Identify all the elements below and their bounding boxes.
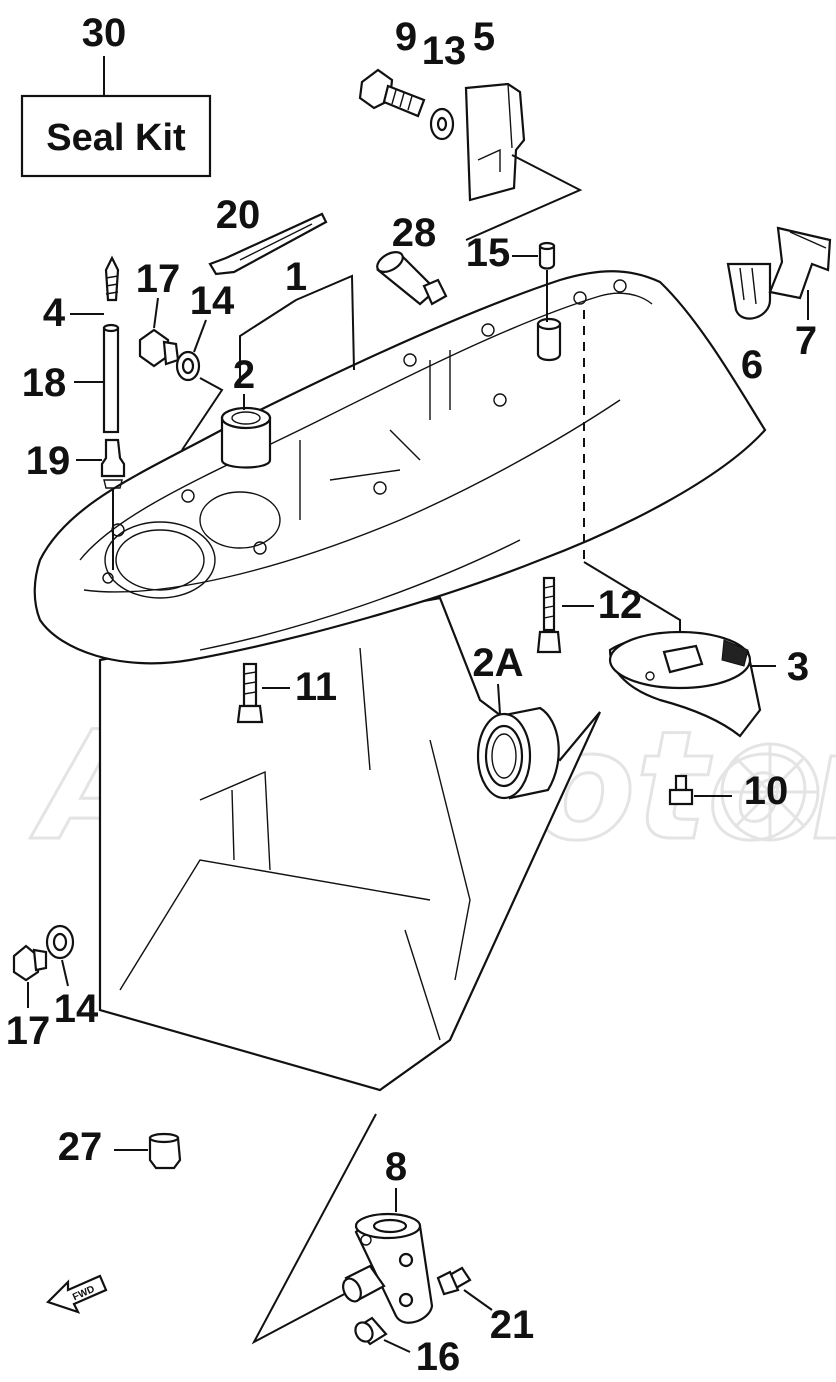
- leader-17-top: [153, 297, 159, 329]
- part-17-plug-top: [138, 328, 180, 368]
- callout-16: 16: [416, 1335, 461, 1379]
- part-6-anode: [726, 262, 772, 320]
- callout-7: 7: [795, 319, 817, 363]
- part-19-fitting: [100, 438, 126, 489]
- callout-30: 30: [82, 11, 127, 55]
- callout-1: 1: [285, 255, 307, 299]
- part-10-screw: [668, 774, 694, 806]
- part-9-bolt: [358, 68, 426, 118]
- leader-14-bottom: [61, 959, 69, 987]
- callout-10: 10: [744, 769, 789, 813]
- part-14-washer-bottom: [45, 924, 75, 960]
- leader-2a: [497, 683, 501, 715]
- callout-18: 18: [22, 361, 67, 405]
- part-21-screw: [436, 1266, 472, 1296]
- callout-15: 15: [466, 231, 511, 275]
- callout-9: 9: [395, 15, 417, 59]
- callout-8: 8: [385, 1145, 407, 1189]
- callout-6: 6: [741, 343, 763, 387]
- callout-2a: 2A: [472, 641, 523, 685]
- callout-21: 21: [490, 1303, 535, 1347]
- leader-5: [465, 154, 583, 241]
- part-8-tube-guide: [354, 1212, 434, 1324]
- part-8-grommet: [342, 1264, 386, 1303]
- part-4-screw: [104, 255, 120, 302]
- part-13-washer: [429, 107, 455, 141]
- callout-2: 2: [233, 353, 255, 397]
- callout-3: 3: [787, 645, 809, 689]
- seal-kit-box: [20, 94, 212, 178]
- callout-17-top: 17: [136, 257, 181, 301]
- part-14-washer-top: [175, 350, 201, 382]
- part-18-rod: [102, 323, 120, 434]
- part-27-plug: [148, 1132, 182, 1170]
- part-17-plug-bottom: [12, 944, 48, 982]
- callout-28: 28: [392, 211, 437, 255]
- callout-14-bottom: 14: [54, 987, 99, 1031]
- watermark-wheel: [720, 742, 820, 842]
- forward-arrow-icon: FWD: [45, 1274, 108, 1314]
- part-7-trim-tab: [768, 226, 832, 300]
- part-28-plug: [376, 251, 448, 306]
- callout-20: 20: [216, 193, 261, 237]
- part-2a-bearing: [476, 706, 560, 800]
- callout-27: 27: [58, 1125, 103, 1169]
- leader-21: [463, 1289, 493, 1311]
- callout-4: 4: [43, 291, 66, 335]
- leader-1: [239, 274, 355, 380]
- part-16-grommet: [354, 1316, 388, 1346]
- callout-5: 5: [473, 15, 495, 59]
- part-20-tie: [208, 212, 328, 276]
- callout-17-bottom: 17: [6, 1009, 51, 1053]
- part-3-trim-tab: [608, 630, 762, 738]
- seal-kit-label: Seal Kit: [46, 117, 186, 159]
- part-15-pin: [538, 241, 556, 270]
- part-11-bolt: [236, 662, 264, 724]
- callout-14-top: 14: [190, 279, 235, 323]
- callout-12: 12: [598, 583, 643, 627]
- leader-16: [383, 1339, 411, 1353]
- part-5-anode: [464, 82, 526, 202]
- callout-13: 13: [422, 29, 467, 73]
- leader-8-guide: [251, 1113, 377, 1345]
- part-12-bolt: [536, 576, 562, 654]
- gear-case-housing: [33, 270, 767, 1092]
- leader-14-top: [181, 319, 224, 451]
- callout-11: 11: [295, 665, 337, 709]
- callout-19: 19: [26, 439, 71, 483]
